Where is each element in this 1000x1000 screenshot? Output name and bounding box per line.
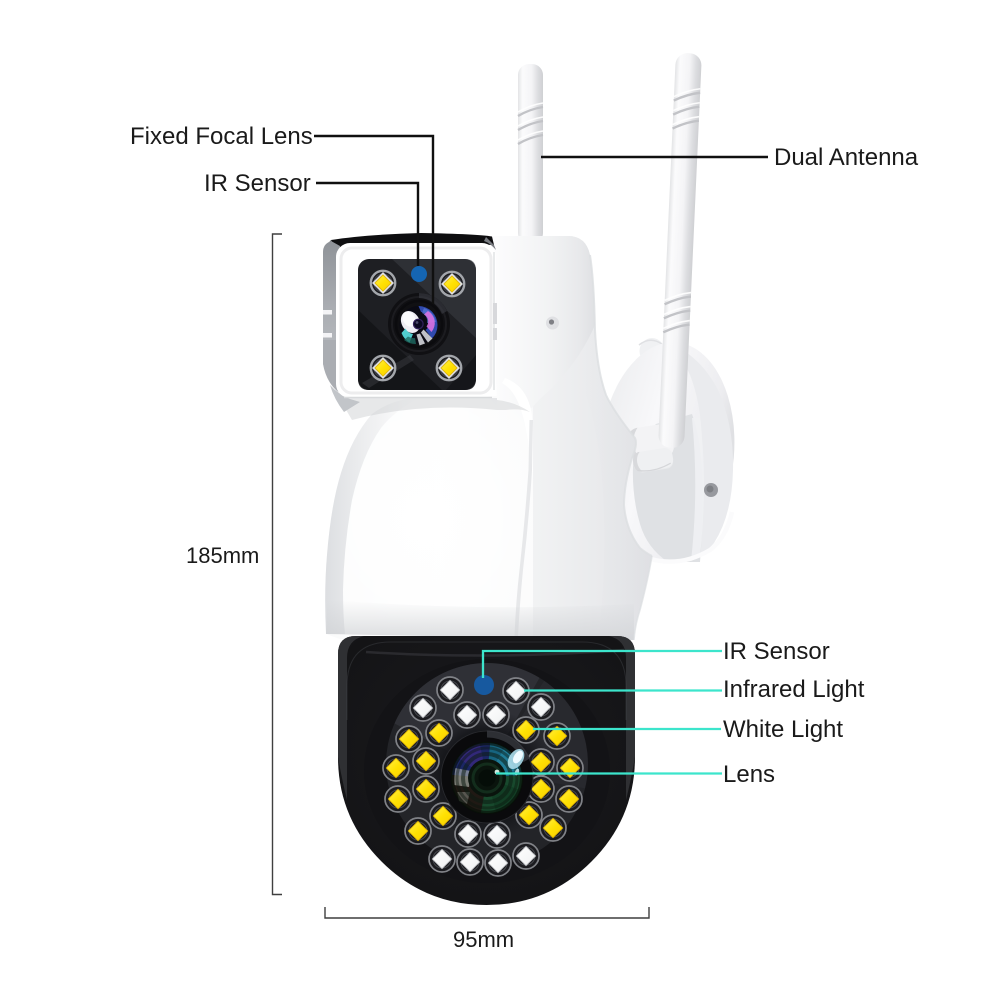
svg-text:Infrared Light: Infrared Light	[723, 676, 865, 703]
svg-text:White Light: White Light	[723, 716, 843, 743]
svg-text:95mm: 95mm	[453, 927, 514, 952]
svg-text:IR Sensor: IR Sensor	[204, 170, 311, 197]
svg-text:Dual Antenna: Dual Antenna	[774, 144, 919, 171]
svg-text:IR Sensor: IR Sensor	[723, 638, 830, 665]
svg-text:Fixed Focal Lens: Fixed Focal Lens	[130, 123, 313, 150]
svg-text:Lens: Lens	[723, 761, 775, 788]
svg-text:185mm: 185mm	[186, 543, 259, 568]
